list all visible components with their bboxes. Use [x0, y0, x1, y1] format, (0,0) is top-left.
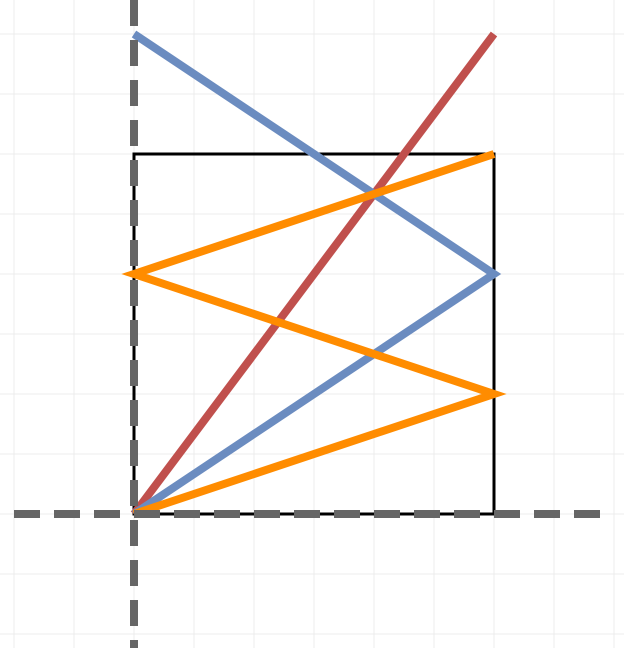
path-red-diagonal — [130, 31, 498, 517]
axes-group — [14, 0, 614, 648]
path-orange-zigzag — [121, 150, 507, 518]
line-paths-group — [121, 30, 507, 518]
path-blue-zigzag — [131, 30, 502, 518]
